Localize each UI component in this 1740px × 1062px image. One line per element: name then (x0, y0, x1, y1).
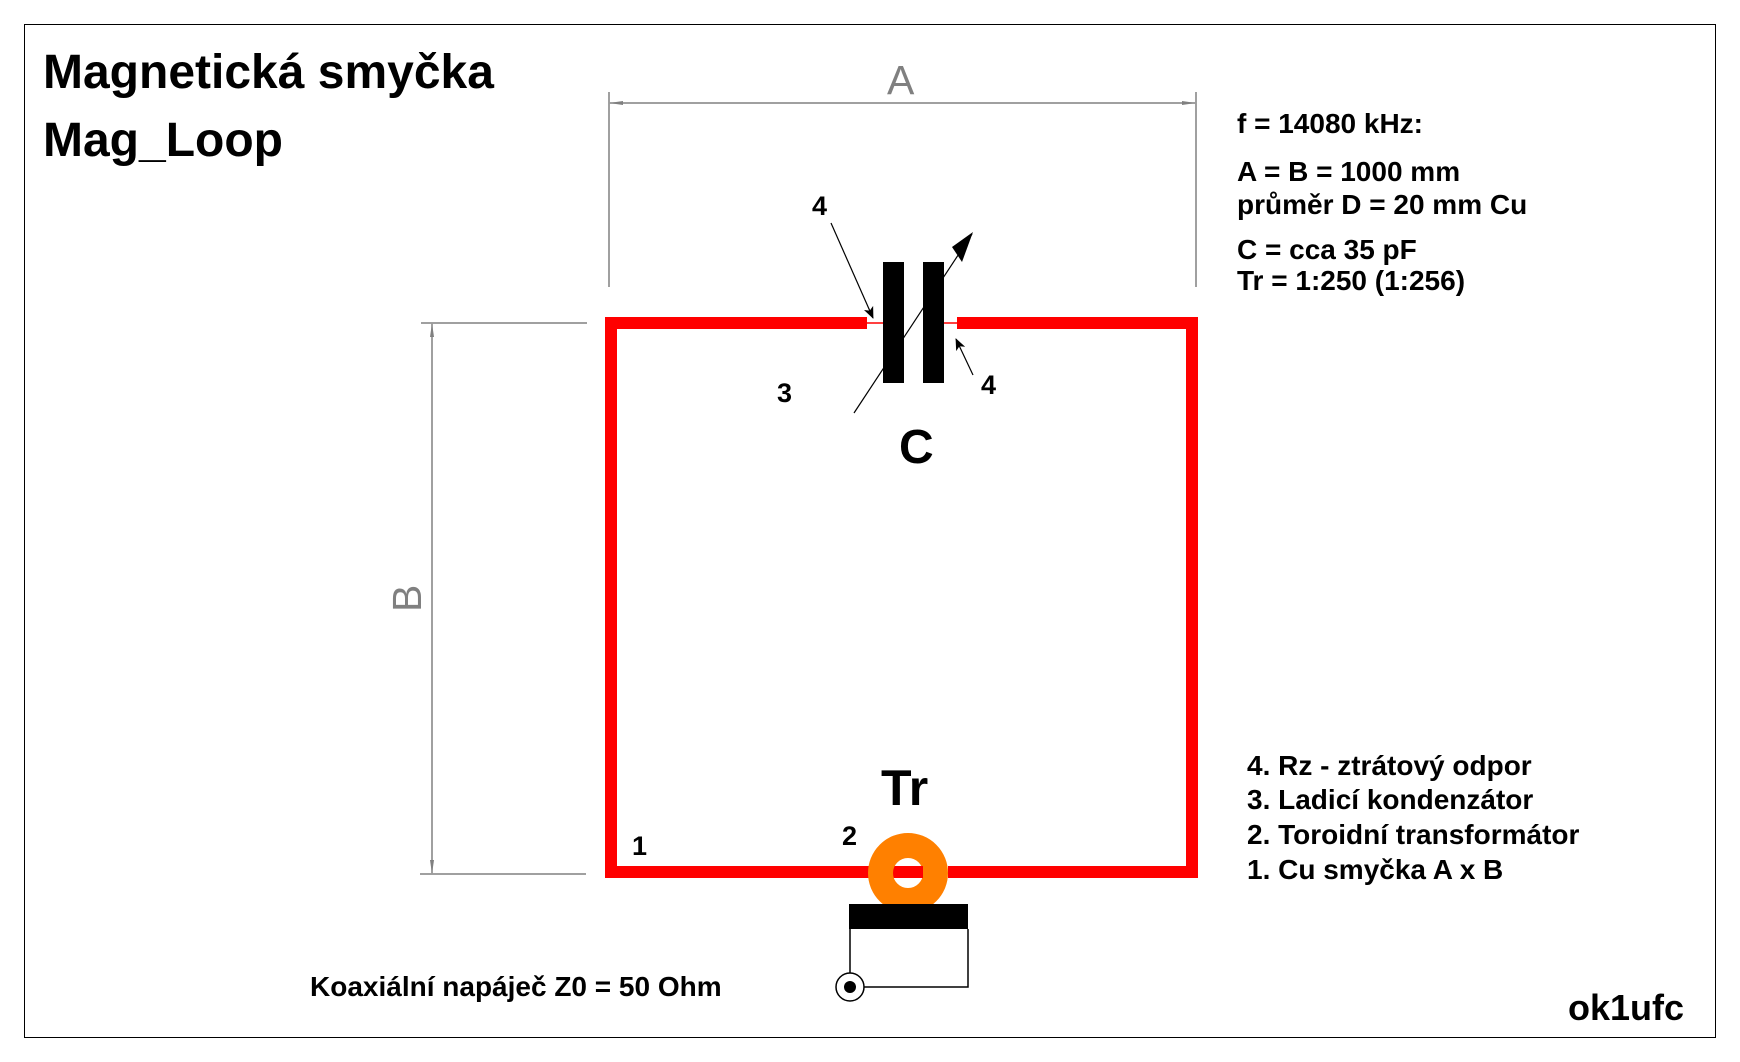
drawing-frame (24, 24, 1716, 1038)
legend-item: 3. Ladicí kondenzátor (1247, 784, 1534, 815)
loop-right-segment (948, 317, 1198, 878)
dimension-a-label: A (887, 57, 915, 103)
tuning-capacitor (853, 232, 973, 414)
transformer-label: Tr (881, 760, 929, 816)
title-line-2: Mag_Loop (43, 114, 283, 167)
callout-3: 3 (777, 378, 793, 408)
callout-leader-4-top (830, 222, 874, 319)
legend-item: 1. Cu smyčka A x B (1247, 854, 1504, 885)
author-callsign: ok1ufc (1568, 987, 1685, 1028)
spec-transformer-ratio: Tr = 1:250 (1:256) (1237, 265, 1466, 296)
spec-size: A = B = 1000 mm (1237, 156, 1461, 187)
callout-4-top: 4 (812, 191, 828, 221)
coax-center-pin (844, 981, 856, 993)
spec-capacitance: C = cca 35 pF (1237, 234, 1417, 265)
coax-feed-wire (849, 929, 969, 988)
dimension-b (420, 322, 587, 875)
callout-2: 2 (842, 821, 858, 851)
toroid-transformer (835, 833, 969, 1002)
legend-item: 2. Toroidní transformátor (1247, 819, 1580, 850)
coax-feed-label: Koaxiální napáječ Z0 = 50 Ohm (310, 971, 722, 1002)
copper-loop (605, 317, 1198, 878)
title-line-1: Magnetická smyčka (43, 46, 494, 99)
variable-arrowhead (952, 232, 973, 262)
callout-leader-4-bottom (955, 338, 974, 376)
toroid-core (868, 833, 948, 913)
capacitor-plate-left (883, 262, 904, 383)
variable-arrow-icon (853, 233, 973, 414)
dimension-a (608, 92, 1197, 287)
dimension-b-label: B (384, 584, 430, 612)
capacitor-label: C (899, 421, 934, 474)
callout-4-bottom: 4 (981, 370, 997, 400)
spec-diameter: průměr D = 20 mm Cu (1237, 189, 1528, 220)
capacitor-plate-right (923, 262, 944, 383)
callout-1: 1 (632, 831, 648, 861)
coupling-winding (849, 904, 968, 929)
loop-left-segment (605, 317, 908, 878)
spec-frequency: f = 14080 kHz: (1237, 108, 1423, 139)
legend-item: 4. Rz - ztrátový odpor (1247, 750, 1532, 781)
